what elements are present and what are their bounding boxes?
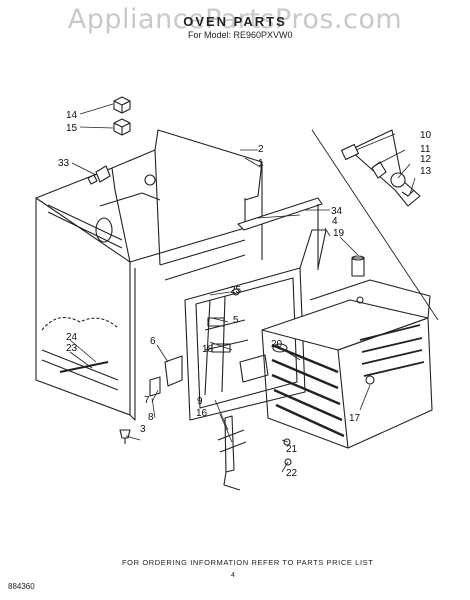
callout-12: 12 <box>420 154 432 165</box>
oven-frame <box>184 229 327 421</box>
callout-15: 15 <box>66 123 78 134</box>
knob-cap-15 <box>113 118 131 136</box>
callout-13: 13 <box>420 166 432 177</box>
callout-5: 5 <box>233 315 239 326</box>
model-line: For Model: RE960PXVW0 <box>188 30 293 40</box>
valve-assembly <box>311 129 439 321</box>
callout-18: 18 <box>202 344 214 355</box>
callout-7: 7 <box>144 395 150 406</box>
callout-14: 14 <box>66 110 78 121</box>
screw-part-22 <box>284 458 292 466</box>
callout-16: 16 <box>196 408 208 419</box>
watermark: AppliancePartsPros.com <box>67 4 403 35</box>
callout-25: 25 <box>230 285 242 296</box>
callout-34: 34 <box>331 206 343 217</box>
callout-labels: 1 2 3 4 5 6 7 8 9 10 11 12 13 14 15 16 1… <box>58 110 432 479</box>
knob-cap-14 <box>113 96 131 114</box>
page-number: 4 <box>231 572 235 579</box>
orifice-part-19 <box>351 255 365 277</box>
callout-19: 19 <box>333 228 345 239</box>
burner-bracket <box>149 355 183 397</box>
burner-tube <box>217 415 247 491</box>
oven-liner <box>261 279 433 449</box>
side-rail <box>237 197 323 270</box>
callout-6: 6 <box>150 336 156 347</box>
callout-4: 4 <box>332 216 338 227</box>
callout-21: 21 <box>286 444 298 455</box>
callout-3: 3 <box>140 424 146 435</box>
callout-11: 11 <box>420 144 431 155</box>
callout-24: 24 <box>66 332 78 343</box>
callout-33: 33 <box>58 158 70 169</box>
leader-lines <box>69 103 416 473</box>
callout-23: 23 <box>66 343 78 354</box>
diagram-title: OVEN PARTS <box>183 14 287 29</box>
screw-part-21 <box>283 438 291 446</box>
callout-22: 22 <box>286 468 298 479</box>
callout-10: 10 <box>420 130 432 141</box>
ordering-note: FOR ORDERING INFORMATION REFER TO PARTS … <box>122 558 374 567</box>
callout-8: 8 <box>148 412 154 423</box>
callout-20: 20 <box>271 339 283 350</box>
ignitor-part-3 <box>119 429 131 444</box>
diagram-code: 884360 <box>8 582 35 591</box>
callout-17: 17 <box>349 413 361 424</box>
callout-2: 2 <box>258 144 264 155</box>
callout-1: 1 <box>258 158 264 169</box>
range-cabinet <box>35 129 263 421</box>
callout-9: 9 <box>197 396 203 407</box>
